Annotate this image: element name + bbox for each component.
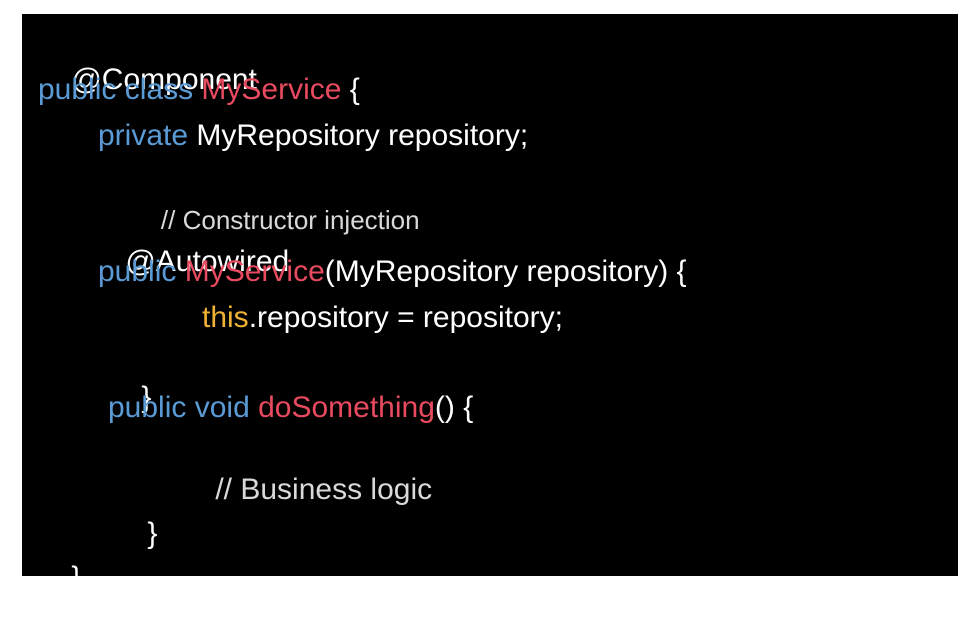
class-keywords: public class: [38, 73, 194, 106]
code-slide: @Component public class MyService { priv…: [22, 14, 958, 594]
class-close-brace: }: [71, 561, 82, 594]
code-line-1: @Component: [38, 26, 257, 134]
code-line-11: }: [114, 480, 157, 588]
class-name: MyService: [201, 73, 342, 106]
method-close-brace: }: [147, 517, 158, 550]
field-declaration: MyRepository repository;: [196, 119, 529, 152]
private-keyword: private: [98, 119, 189, 152]
business-logic-comment: // Business logic: [215, 473, 433, 506]
code-line-5: @Autowired: [92, 208, 289, 316]
this-keyword: this: [202, 301, 249, 334]
code-line-8: }: [108, 344, 151, 452]
constructor-name: MyService: [184, 255, 325, 288]
code-line-6: public MyService(MyRepository repository…: [98, 254, 687, 290]
method-keywords: public void: [108, 391, 250, 424]
component-annotation: @Component: [71, 63, 257, 96]
method-params: () {: [434, 391, 474, 424]
code-line-3: private MyRepository repository;: [98, 118, 528, 154]
autowired-annotation: @Autowired: [125, 245, 290, 278]
code-line-2: public class MyService {: [38, 72, 360, 108]
constructor-comment: // Constructor injection: [160, 205, 420, 235]
constructor-params: (MyRepository repository) {: [324, 255, 687, 288]
assignment: .repository = repository;: [248, 301, 563, 334]
public-keyword: public: [98, 255, 177, 288]
code-line-12: }: [38, 524, 81, 632]
code-line-7: this.repository = repository;: [202, 300, 563, 336]
method-name: doSomething: [258, 391, 435, 424]
code-line-9: public void doSomething() {: [108, 390, 473, 426]
open-brace: {: [349, 73, 360, 106]
code-line-4: // Constructor injection: [132, 166, 420, 274]
code-line-10: // Business logic: [182, 436, 432, 544]
close-brace: }: [141, 381, 152, 414]
